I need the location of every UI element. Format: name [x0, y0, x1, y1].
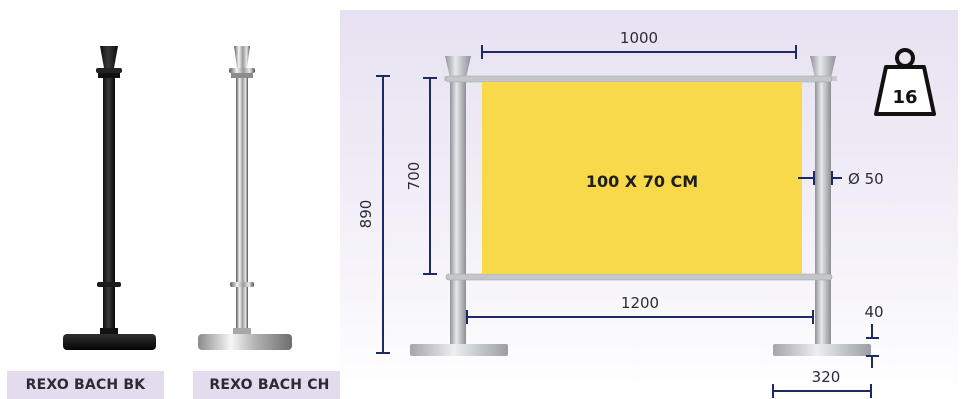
technical-drawing: 100 X 70 CM 1000 700 890 Ø 5	[340, 10, 958, 399]
weight-icon: 16	[874, 48, 936, 116]
product-label: REXO BACH CH	[193, 371, 346, 399]
chrome-post-image	[198, 46, 292, 350]
dim-post-diameter: Ø 50	[848, 170, 884, 188]
dim-base-diameter: 320	[812, 368, 841, 386]
dim-banner-width: 1000	[620, 29, 658, 47]
dim-post-spacing: 1200	[621, 294, 659, 312]
weight-value: 16	[892, 87, 917, 108]
product-rexo-bach-ch: REXO BACH CH	[190, 0, 350, 399]
banner	[482, 82, 802, 274]
dim-base-height: 40	[864, 303, 883, 321]
black-post-image	[63, 46, 156, 350]
dim-total-height: 890	[357, 200, 375, 229]
product-label: REXO BACH BK	[7, 371, 164, 399]
dim-banner-height: 700	[405, 162, 423, 191]
product-rexo-bach-bk: REXO BACH BK	[0, 0, 170, 399]
banner-size-label: 100 X 70 CM	[586, 172, 698, 191]
right-post	[773, 56, 871, 356]
